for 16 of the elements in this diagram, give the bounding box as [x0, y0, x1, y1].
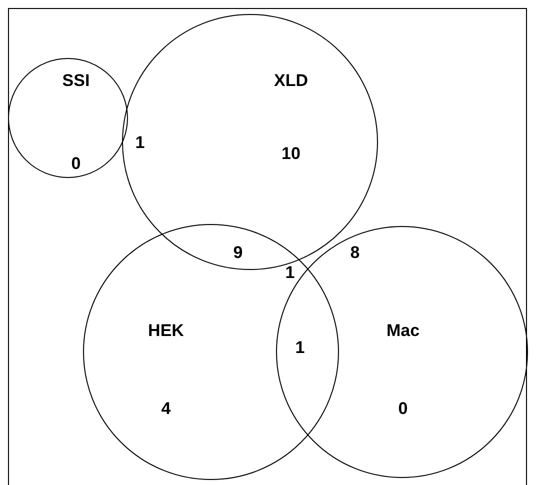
overlap-count: 8	[350, 243, 360, 263]
overlap-count: 9	[233, 243, 243, 263]
set-name: Mac	[386, 321, 420, 341]
set-count: 4	[161, 399, 171, 419]
set-count: 10	[282, 144, 300, 164]
overlap-count: 1	[135, 133, 145, 153]
set-name: HEK	[148, 321, 184, 341]
overlap-count: 1	[285, 263, 295, 283]
set-circle	[8, 58, 128, 178]
set-circle	[276, 226, 528, 478]
set-count: 0	[71, 154, 81, 174]
set-count: 0	[398, 399, 408, 419]
set-name: SSI	[62, 71, 90, 91]
overlap-count: 1	[295, 338, 305, 358]
set-name: XLD	[274, 71, 308, 91]
set-circle	[83, 224, 339, 480]
